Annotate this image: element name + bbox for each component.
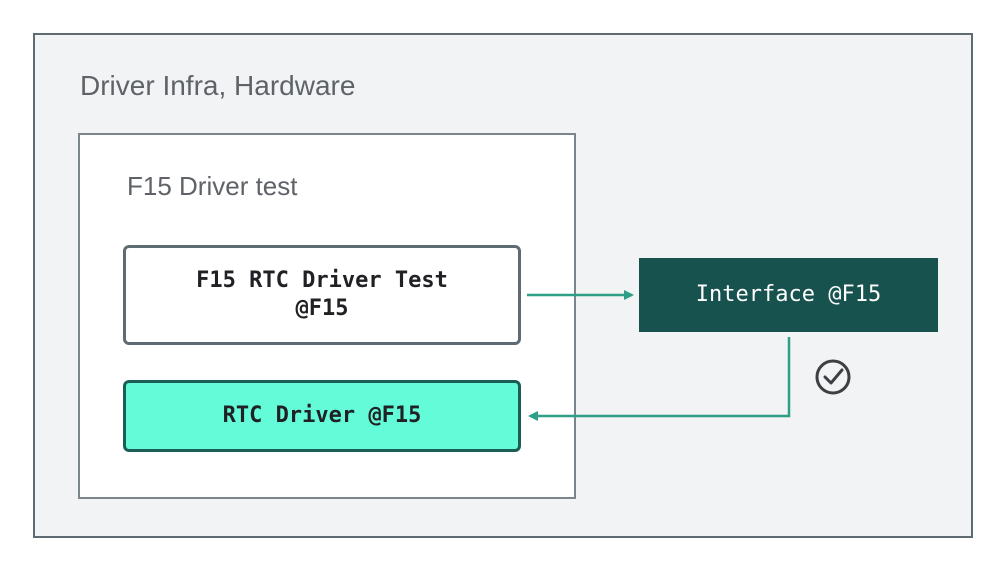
node-rtc-driver[interactable]: RTC Driver @F15 bbox=[123, 380, 521, 452]
check-circle-icon bbox=[815, 359, 851, 395]
node-interface[interactable]: Interface @F15 bbox=[639, 258, 938, 332]
node-f15-rtc-driver-test[interactable]: F15 RTC Driver Test @F15 bbox=[123, 245, 521, 345]
group-label-driver-infra: Driver Infra, Hardware bbox=[80, 70, 356, 101]
node-label-driver: RTC Driver @F15 bbox=[222, 403, 422, 428]
node-label-test: F15 RTC Driver Test @F15 bbox=[196, 268, 448, 321]
edge-interface-to-driver bbox=[528, 337, 791, 421]
node-label-interface: Interface @F15 bbox=[695, 282, 882, 307]
group-label-f15-driver-test: F15 Driver test bbox=[127, 171, 298, 201]
